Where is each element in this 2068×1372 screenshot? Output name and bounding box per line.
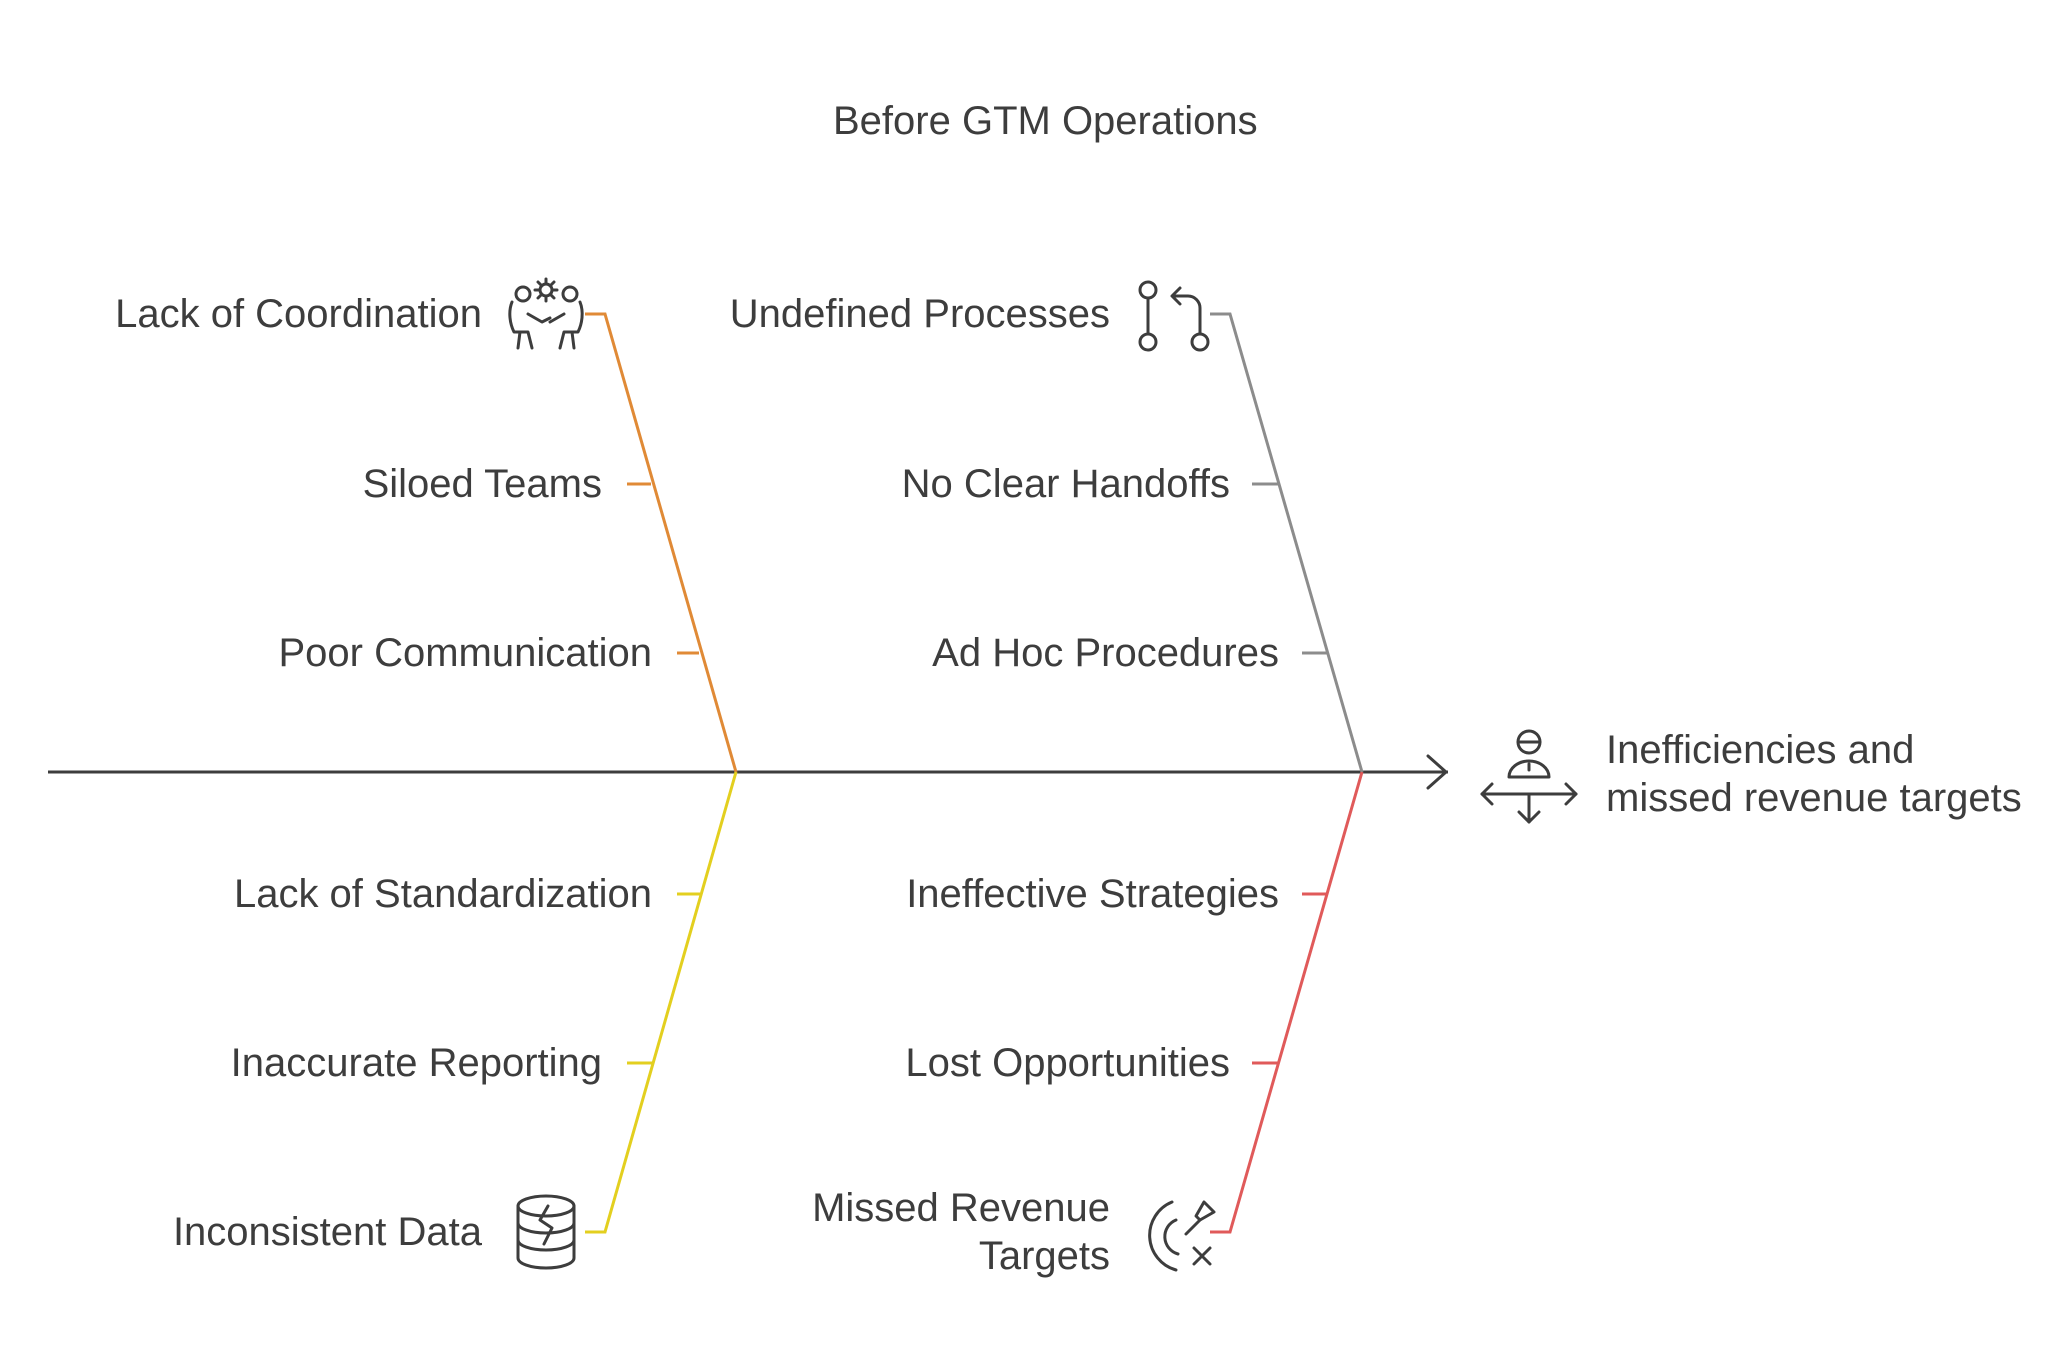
missed-target-icon (1148, 1200, 1216, 1272)
cause-inaccurate-reporting: Inaccurate Reporting (230, 1041, 602, 1085)
category-label-revenue-line1: Missed Revenue (812, 1186, 1110, 1230)
effect-label-line1: Inefficiencies and (1606, 728, 1915, 772)
category-label-revenue: Missed Revenue Targets (812, 1184, 1110, 1280)
cause-no-clear-handoffs: No Clear Handoffs (901, 462, 1230, 506)
cause-ad-hoc-procedures: Ad Hoc Procedures (932, 631, 1279, 675)
broken-database-icon (516, 1194, 576, 1270)
category-label-coordination: Lack of Coordination (115, 292, 482, 336)
bone-processes-line (1210, 312, 1364, 773)
person-directions-icon (1480, 729, 1578, 824)
effect-label: Inefficiencies and missed revenue target… (1606, 726, 2022, 822)
bone-revenue-line (1210, 771, 1364, 1234)
spine-arrowhead (1426, 754, 1448, 790)
bone-coordination-line (585, 312, 738, 773)
bone-data (585, 771, 738, 1234)
bone-coordination (585, 312, 738, 773)
team-gear-icon (508, 277, 584, 350)
bone-processes (1210, 312, 1364, 773)
cause-lost-opportunities: Lost Opportunities (905, 1041, 1230, 1085)
bone-data-line (585, 771, 738, 1234)
effect-label-line2: missed revenue targets (1606, 776, 2022, 820)
process-flow-icon (1138, 280, 1210, 352)
category-label-processes: Undefined Processes (729, 292, 1110, 336)
cause-siloed-teams: Siloed Teams (362, 462, 602, 506)
category-label-data: Inconsistent Data (172, 1210, 482, 1254)
category-label-revenue-line2: Targets (978, 1234, 1110, 1278)
bone-revenue (1210, 771, 1364, 1234)
diagram-title: Before GTM Operations (833, 99, 1258, 143)
cause-ineffective-strategies: Ineffective Strategies (906, 872, 1279, 916)
cause-lack-of-standardization: Lack of Standardization (233, 872, 652, 916)
cause-poor-communication: Poor Communication (278, 631, 653, 675)
